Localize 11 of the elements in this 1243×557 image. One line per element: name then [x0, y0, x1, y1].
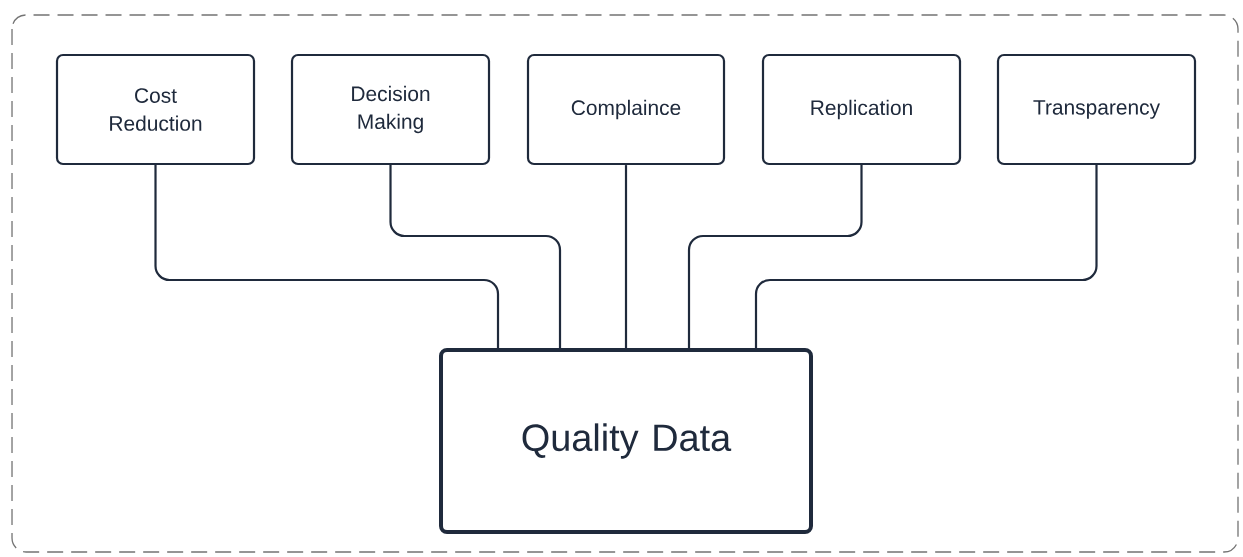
connector-line: [389, 165, 562, 348]
process-box: Complaince: [526, 53, 726, 166]
process-box: Replication: [761, 53, 962, 166]
process-box: Cost Reduction: [55, 53, 256, 166]
process-box: Transparency: [996, 53, 1197, 166]
connector-line: [687, 165, 863, 348]
connector-line: [754, 165, 1098, 348]
process-box: Decision Making: [290, 53, 491, 166]
connector-line: [154, 165, 500, 348]
connector-line: [624, 165, 628, 348]
central-box: Quality Data: [439, 348, 813, 534]
